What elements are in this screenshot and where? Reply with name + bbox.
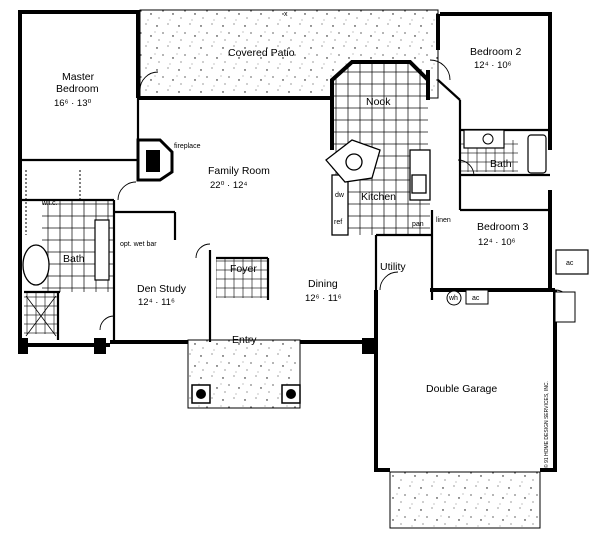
wic-label: w.i.c. [41,200,58,207]
utility-label: Utility [380,261,406,273]
ac-pad-right [555,249,589,275]
nook-label: Nook [366,96,391,108]
bedroom3-label: Bedroom 3 [477,221,529,233]
family-room-dims: 22⁰ · 12⁴ [210,180,247,191]
dining-label: Dining [308,278,338,290]
fireplace-box [146,150,160,172]
driveway [389,471,541,529]
pan-label: pan [412,221,424,228]
ac-right-label: ac [566,260,574,267]
nook-tile [332,62,428,150]
master-tub [22,244,50,286]
garage-side-door-frame [554,291,576,323]
ac-left-label: ac [472,295,480,302]
master-bedroom-dims: 16⁶ · 13⁰ [54,98,91,109]
wh-circle [446,290,462,306]
ref-label: ref [334,219,342,226]
covered-patio-label: Covered Patio [228,47,295,59]
kitchen-counters [325,139,431,236]
shower-x2 [25,295,57,337]
dining-dims: 12⁶ · 11⁶ [305,293,342,304]
fireplace-label: fireplace [174,143,201,150]
entry-column-right-dot [286,389,296,399]
bedroom2-dims: 12⁴ · 10⁶ [474,60,512,71]
dw-label: dw [335,192,345,199]
kitchen-label: Kitchen [361,191,396,203]
foyer-tile [216,258,268,298]
master-bedroom-label-2: Bedroom [56,83,99,95]
post-1 [94,338,106,354]
double-garage-label: Double Garage [426,383,497,395]
family-room-label: Family Room [208,165,270,177]
entry-column-left-dot [196,389,206,399]
shower-tile [24,292,58,334]
master-bedroom-label-1: Master [62,71,95,83]
opt-wet-bar-label: opt. wet bar [120,241,157,248]
bath2-sink [482,133,494,145]
entry-label: Entry [232,334,257,346]
den-study-dims: 12⁴ · 11⁶ [138,297,175,308]
post-3 [18,338,28,354]
bedroom3-dims: 12⁴ · 10⁶ [478,237,516,248]
bath2-tub [527,134,547,174]
bedroom2-label: Bedroom 2 [470,46,522,58]
ac-pad-left [465,289,489,305]
interior-walls [20,79,550,342]
bath-right-label: Bath [490,158,512,170]
den-study-label: Den Study [137,283,187,295]
foyer-label: Foyer [230,263,257,275]
wh-label: wh [448,295,458,302]
linen-label: linen [436,217,451,224]
patio-mark: x [284,11,288,18]
post-2 [362,338,374,354]
copyright-credit: © 91 HOME DESIGN SERVICES, INC. [543,381,550,468]
exterior-walls [18,10,557,472]
master-vanity [94,219,110,281]
bath-master-label: Bath [63,253,85,265]
